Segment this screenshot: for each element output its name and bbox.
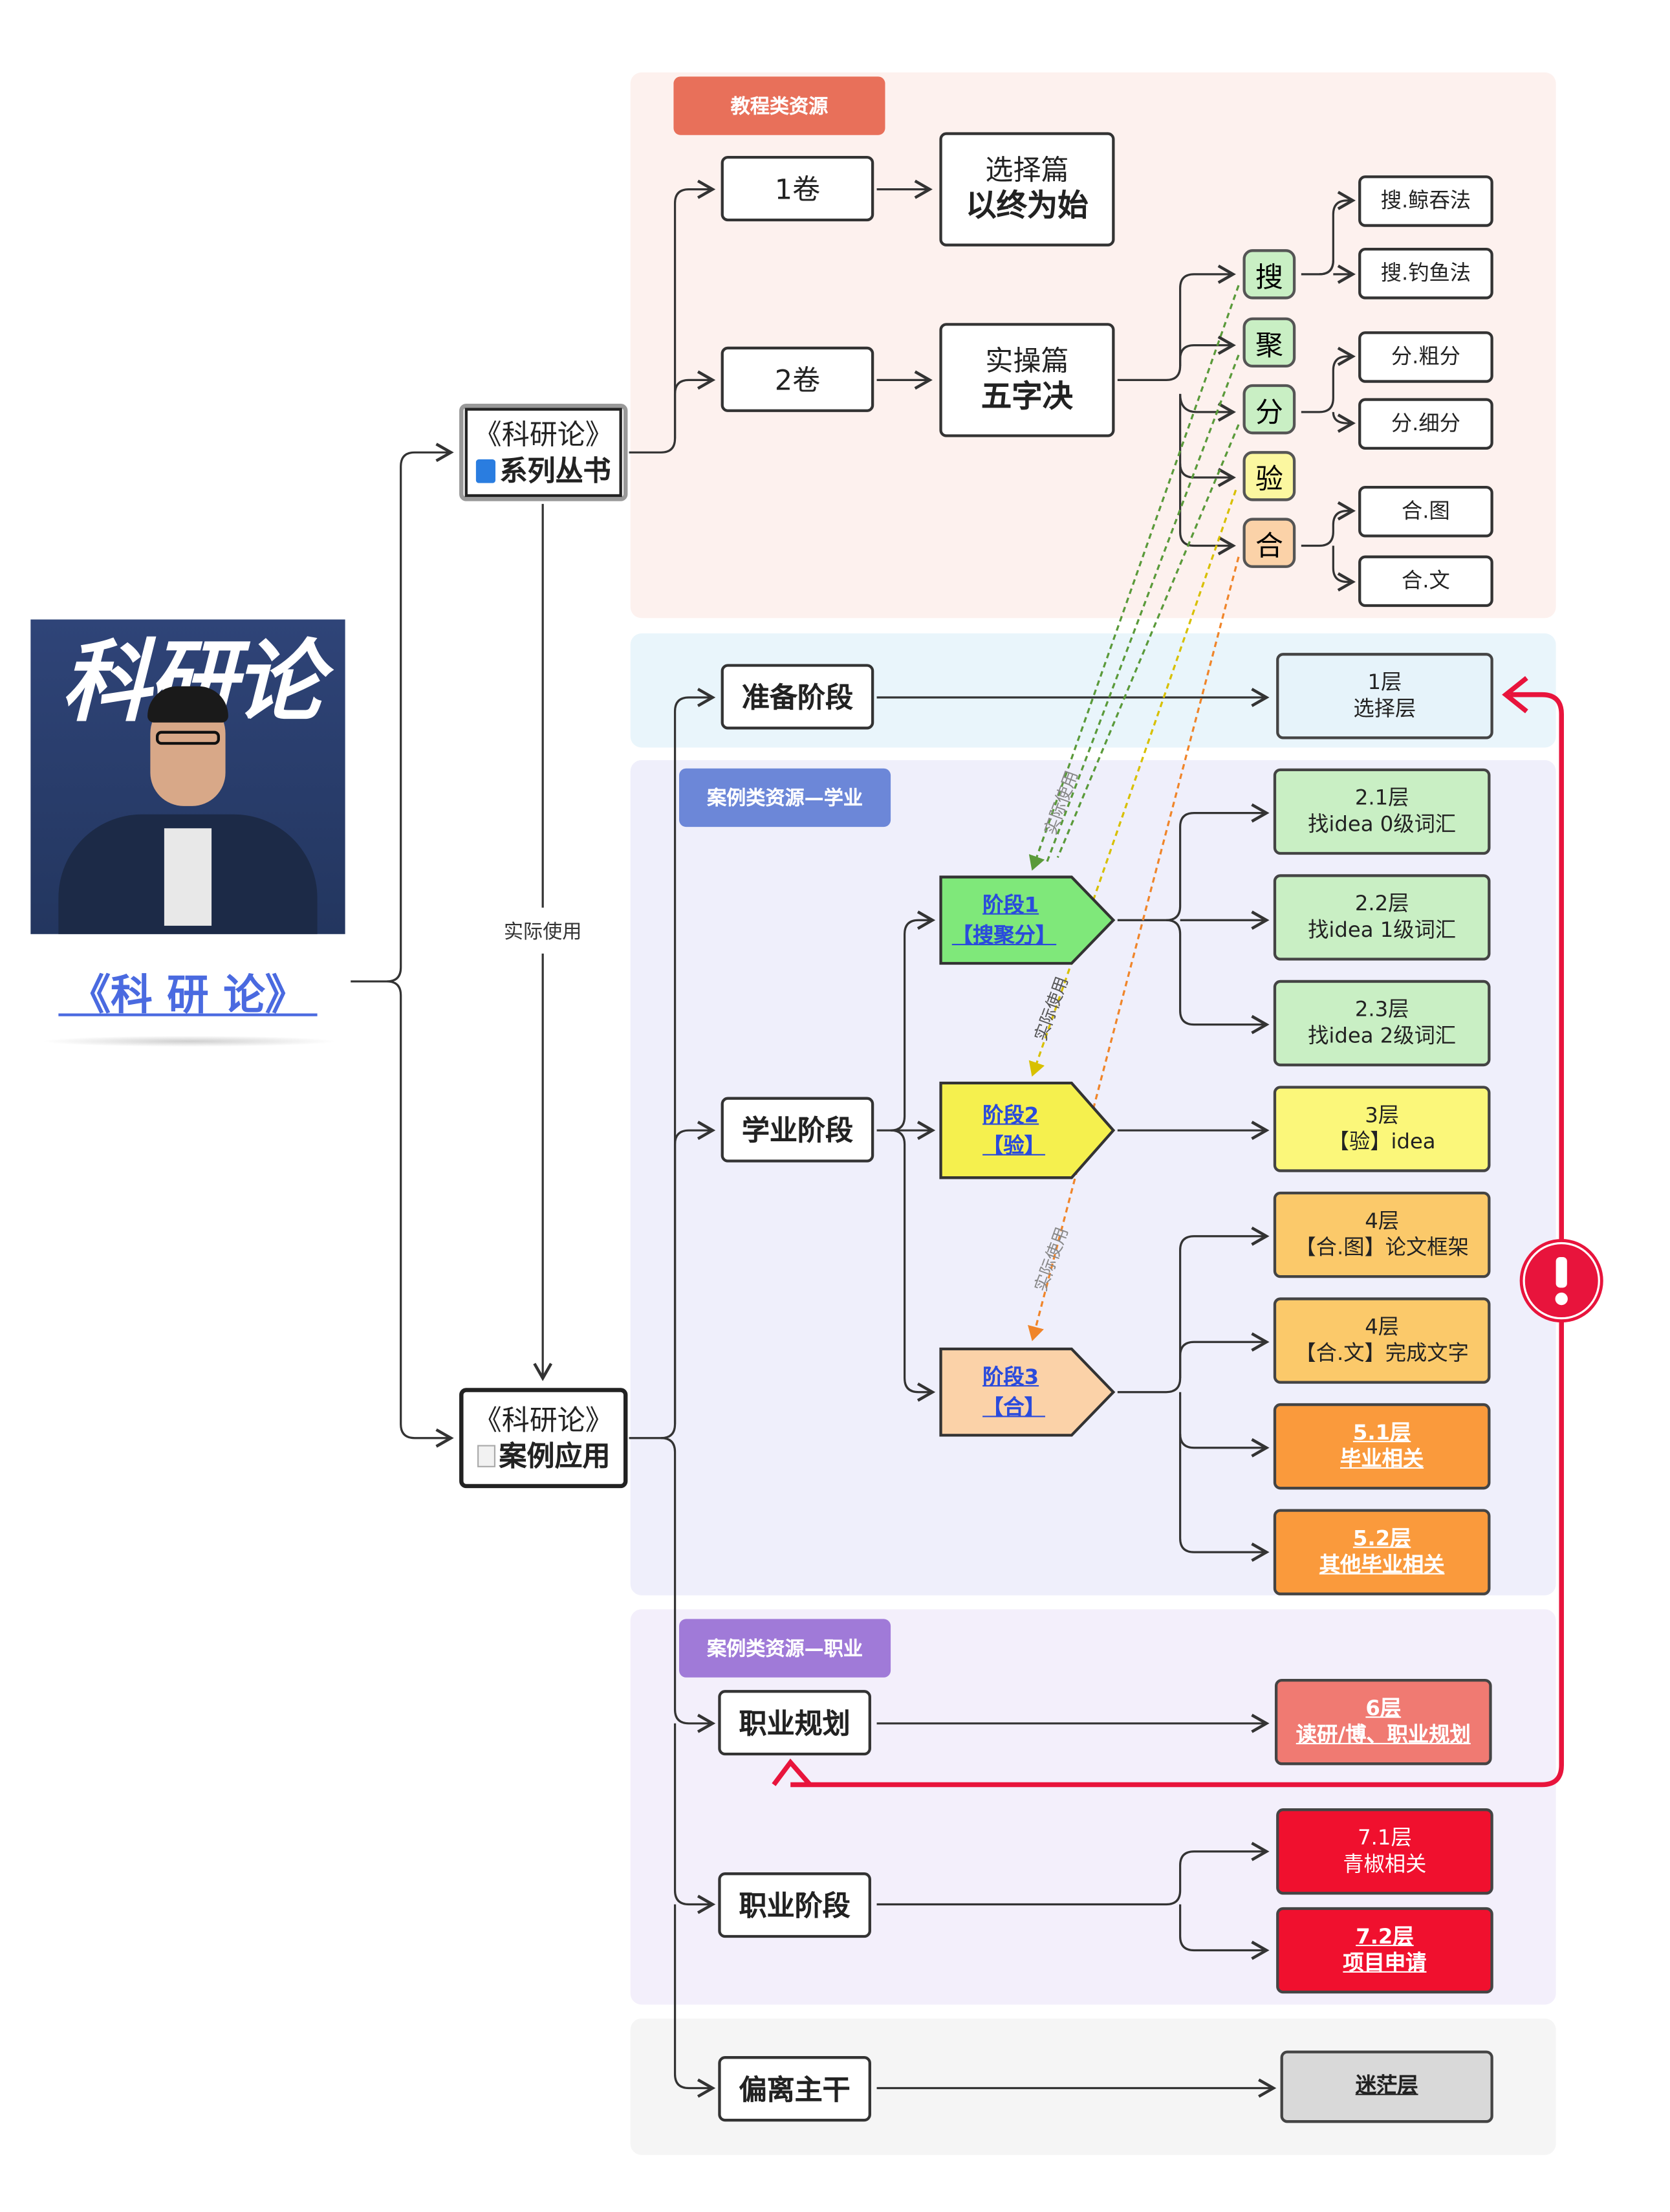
vol2-subtitle: 五字决 bbox=[981, 379, 1073, 415]
blue-book-icon bbox=[475, 458, 496, 483]
vol1-subtitle: 以终为始 bbox=[966, 188, 1089, 224]
phase-academic[interactable]: 学业阶段 bbox=[721, 1097, 874, 1163]
cases-subtitle-row: 案例应用 bbox=[476, 1438, 611, 1474]
book-cover-image: 科研论 bbox=[30, 619, 345, 934]
volume-2-node[interactable]: 2卷 bbox=[721, 346, 874, 412]
author-portrait bbox=[30, 620, 345, 934]
stage-1-chars: 【搜聚分】 bbox=[951, 923, 1057, 948]
level-desc: 找idea 2级词汇 bbox=[1308, 1023, 1457, 1049]
level-desc: 【合.文】完成文字 bbox=[1295, 1341, 1469, 1366]
level-desc: 找idea 1级词汇 bbox=[1308, 917, 1457, 943]
level-title: 1层 bbox=[1367, 668, 1402, 694]
method-node[interactable]: 分.粗分 bbox=[1358, 331, 1493, 383]
level-title: 7.2层 bbox=[1356, 1923, 1414, 1949]
stage-2-node[interactable]: 阶段2 【验】 bbox=[941, 1083, 1114, 1177]
phase-prep[interactable]: 准备阶段 bbox=[721, 664, 874, 730]
level-3-node[interactable]: 3层 【验】idea bbox=[1273, 1086, 1491, 1172]
method-node[interactable]: 搜.鲸吞法 bbox=[1358, 175, 1493, 227]
method-node[interactable]: 合.文 bbox=[1358, 555, 1493, 608]
case-application-node[interactable]: 《科研论》 案例应用 bbox=[459, 1388, 628, 1489]
document-icon bbox=[476, 1445, 495, 1467]
central-caption[interactable]: 《科 研 论》 bbox=[58, 961, 318, 1020]
level-title: 2.3层 bbox=[1354, 996, 1409, 1022]
series-books-node[interactable]: 《科研论》 系列丛书 bbox=[459, 403, 628, 501]
cases-subtitle: 案例应用 bbox=[499, 1439, 611, 1473]
char-chip-gather[interactable]: 聚 bbox=[1242, 317, 1296, 368]
volume-1-node[interactable]: 1卷 bbox=[721, 155, 874, 222]
series-title: 《科研论》 bbox=[473, 417, 613, 452]
level-desc: 其他毕业相关 bbox=[1319, 1552, 1445, 1577]
vol2-title: 实操篇 bbox=[985, 343, 1069, 377]
tutorial-resources-tag: 教程类资源 bbox=[673, 76, 885, 135]
selection-chapter-node[interactable]: 选择篇 以终为始 bbox=[939, 132, 1115, 246]
level-title: 3层 bbox=[1365, 1102, 1400, 1127]
level-title: 4层 bbox=[1365, 1207, 1400, 1233]
level-2-3-node[interactable]: 2.3层 找idea 2级词汇 bbox=[1273, 980, 1491, 1067]
stage-3-label: 阶段3 bbox=[982, 1363, 1039, 1389]
char-chip-search[interactable]: 搜 bbox=[1242, 249, 1296, 300]
stage-2-label: 阶段2 bbox=[982, 1102, 1039, 1127]
series-subtitle: 系列丛书 bbox=[499, 454, 611, 488]
phase-career-plan[interactable]: 职业规划 bbox=[718, 1690, 871, 1756]
level-desc: 项目申请 bbox=[1343, 1950, 1427, 1976]
level-desc: 青椒相关 bbox=[1343, 1851, 1427, 1877]
level-desc: 选择层 bbox=[1353, 695, 1416, 721]
stage-3-chars: 【合】 bbox=[982, 1395, 1045, 1420]
level-title: 7.1层 bbox=[1358, 1824, 1412, 1850]
level-desc: 读研/博、职业规划 bbox=[1296, 1722, 1471, 1747]
char-chip-combine[interactable]: 合 bbox=[1242, 518, 1296, 568]
stage-1-node[interactable]: 阶段1 【搜聚分】 bbox=[941, 877, 1114, 963]
phase-deviate[interactable]: 偏离主干 bbox=[718, 2056, 871, 2122]
vol1-title: 选择篇 bbox=[985, 153, 1069, 186]
series-subtitle-row: 系列丛书 bbox=[475, 452, 611, 488]
stage-2-chars: 【验】 bbox=[982, 1133, 1045, 1159]
level-7-1-node[interactable]: 7.1层 青椒相关 bbox=[1276, 1808, 1493, 1895]
level-6-node[interactable]: 6层 读研/博、职业规划 bbox=[1274, 1678, 1492, 1766]
level-title: 5.1层 bbox=[1352, 1419, 1411, 1445]
method-node[interactable]: 搜.钓鱼法 bbox=[1358, 248, 1493, 300]
level-title: 6层 bbox=[1365, 1694, 1402, 1720]
level-2-2-node[interactable]: 2.2层 找idea 1级词汇 bbox=[1273, 874, 1491, 961]
method-node[interactable]: 合.图 bbox=[1358, 485, 1493, 538]
level-title: 4层 bbox=[1365, 1313, 1400, 1339]
level-title: 2.1层 bbox=[1354, 784, 1409, 810]
level-4-text-node[interactable]: 4层 【合.文】完成文字 bbox=[1273, 1297, 1491, 1384]
stage-3-node[interactable]: 阶段3 【合】 bbox=[941, 1349, 1114, 1435]
level-4-figure-node[interactable]: 4层 【合.图】论文框架 bbox=[1273, 1191, 1491, 1278]
level-5-1-node[interactable]: 5.1层 毕业相关 bbox=[1273, 1403, 1491, 1490]
level-desc: 【验】idea bbox=[1328, 1129, 1436, 1154]
stage-1-label: 阶段1 bbox=[982, 892, 1039, 917]
level-2-1-node[interactable]: 2.1层 找idea 0级词汇 bbox=[1273, 768, 1491, 855]
career-resources-tag: 案例类资源—职业 bbox=[679, 1619, 891, 1678]
level-desc: 【合.图】论文框架 bbox=[1295, 1234, 1469, 1260]
level-title: 5.2层 bbox=[1352, 1525, 1411, 1550]
char-chip-divide[interactable]: 分 bbox=[1242, 384, 1296, 435]
char-chip-verify[interactable]: 验 bbox=[1242, 451, 1296, 501]
level-1-node[interactable]: 1层 选择层 bbox=[1276, 653, 1493, 739]
level-desc: 找idea 0级词汇 bbox=[1308, 811, 1457, 837]
level-desc: 毕业相关 bbox=[1340, 1446, 1424, 1472]
method-node[interactable]: 分.细分 bbox=[1358, 398, 1493, 450]
usage-label-main: 实际使用 bbox=[488, 914, 598, 948]
level-7-2-node[interactable]: 7.2层 项目申请 bbox=[1276, 1907, 1493, 1994]
level-title: 2.2层 bbox=[1354, 890, 1409, 915]
academic-resources-tag: 案例类资源—学业 bbox=[679, 768, 891, 827]
phase-career[interactable]: 职业阶段 bbox=[718, 1872, 871, 1938]
level-5-2-node[interactable]: 5.2层 其他毕业相关 bbox=[1273, 1509, 1491, 1595]
cases-title: 《科研论》 bbox=[473, 1403, 613, 1437]
lost-level-node[interactable]: 迷茫层 bbox=[1280, 2050, 1493, 2123]
practice-chapter-node[interactable]: 实操篇 五字决 bbox=[939, 323, 1115, 437]
caption-shadow bbox=[41, 1035, 337, 1047]
